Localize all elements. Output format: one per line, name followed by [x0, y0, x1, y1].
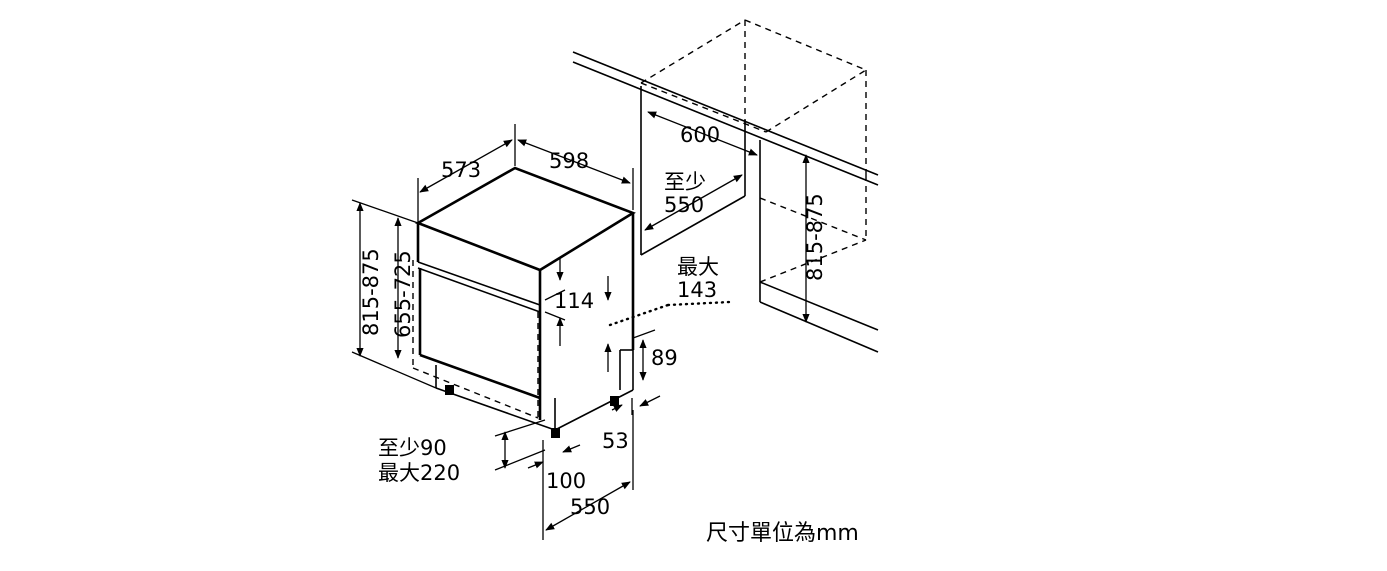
label-niche-depth-min: 至少	[664, 170, 706, 194]
label-width-598: 598	[549, 149, 589, 173]
unit-caption: 尺寸單位為mm	[706, 521, 859, 546]
label-niche-width-600: 600	[680, 123, 720, 147]
installation-niche	[572, 19, 879, 353]
label-niche-depth-550: 550	[664, 193, 704, 217]
label-height-815-875-left: 815-875	[359, 248, 383, 336]
dishwasher-body	[412, 166, 636, 438]
label-plinth-min: 至少90	[378, 436, 447, 460]
label-niche-height-815-875: 815-875	[803, 193, 827, 281]
label-leg-100: 100	[546, 469, 586, 493]
label-max-143: 143	[677, 278, 717, 302]
label-panel-114: 114	[554, 289, 594, 313]
dimension-lines	[351, 111, 810, 540]
label-depth-573: 573	[441, 158, 481, 182]
label-base-550: 550	[570, 495, 610, 519]
label-max: 最大	[677, 255, 719, 279]
label-gap-89: 89	[651, 346, 678, 370]
label-plinth-max: 最大220	[378, 461, 460, 485]
label-kick-53: 53	[602, 429, 629, 453]
dimension-labels: 573 598 600 至少 550 815-875 655-725 最大 14…	[359, 123, 859, 546]
label-height-655-725: 655-725	[391, 250, 415, 338]
